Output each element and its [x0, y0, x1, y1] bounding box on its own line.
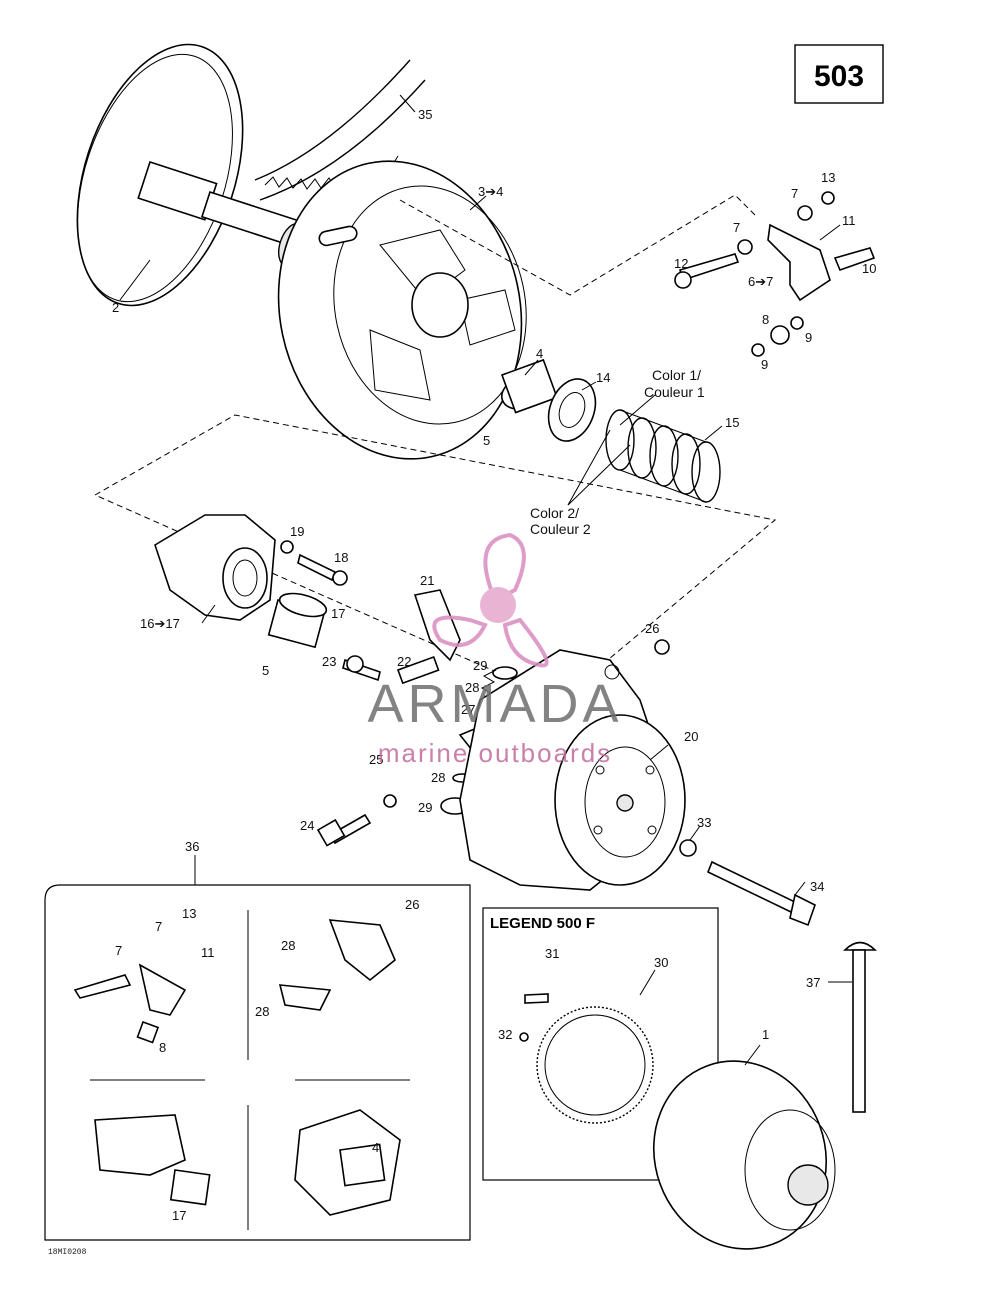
label-17a: 17 [331, 606, 345, 621]
label-18: 18 [334, 550, 348, 565]
label-25: 25 [369, 752, 383, 767]
label-35: 35 [418, 107, 432, 122]
label-26b: 26 [405, 897, 419, 912]
bolt-34 [706, 860, 816, 927]
lever-assembly [674, 191, 876, 357]
label-15: 15 [725, 415, 739, 430]
legend-title: LEGEND 500 F [490, 915, 595, 932]
sheave-1 [652, 1060, 836, 1250]
label-17b: 17 [172, 1208, 186, 1223]
label-11b: 11 [201, 945, 215, 960]
label-5b: 5 [262, 663, 269, 678]
inset-36 [44, 884, 471, 1241]
washer-19-screw-18 [280, 540, 348, 586]
label-28b: 28 [431, 770, 445, 785]
label-28d: 28 [255, 1004, 269, 1019]
label-5a: 5 [483, 433, 490, 448]
spring-15 [605, 409, 721, 503]
label-20: 20 [684, 729, 698, 744]
part-labels: 35 3➔4 2 13 7 11 7 12 10 6➔7 8 9 9 4 14 … [112, 107, 876, 1223]
ramp-16 [154, 514, 276, 621]
washer-14 [547, 378, 597, 442]
label-13a: 13 [821, 170, 835, 185]
label-1: 1 [762, 1027, 769, 1042]
watermark-brand: ARMADA [367, 674, 622, 734]
page-number: 503 [814, 60, 864, 93]
color2-line2: Couleur 2 [530, 521, 591, 537]
label-16-17: 16➔17 [140, 616, 180, 631]
label-24: 24 [300, 818, 314, 833]
color-notes: Color 1/ Couleur 1 Color 2/ Couleur 2 [530, 367, 705, 537]
assembly-outline-middle [94, 414, 777, 701]
propeller-logo [432, 532, 549, 668]
label-33: 33 [697, 815, 711, 830]
label-34: 34 [810, 879, 824, 894]
page-number-box: 503 [794, 44, 884, 104]
label-19: 19 [290, 524, 304, 539]
label-7d: 7 [115, 943, 122, 958]
label-27: 27 [461, 702, 475, 717]
label-3-4: 3➔4 [478, 184, 503, 199]
label-28c: 28 [281, 938, 295, 953]
label-14: 14 [596, 370, 610, 385]
label-22: 22 [397, 654, 411, 669]
legend-500f-box: LEGEND 500 F [482, 907, 719, 1181]
label-21: 21 [420, 573, 434, 588]
label-4b: 4 [372, 1140, 379, 1155]
color1-line1: Color 1/ [652, 367, 701, 383]
label-6-7: 6➔7 [748, 274, 773, 289]
color1-line2: Couleur 1 [644, 384, 705, 400]
label-7a: 7 [791, 186, 798, 201]
assembly-outline-upper [399, 194, 756, 296]
label-12: 12 [674, 256, 688, 271]
label-29b: 29 [418, 800, 432, 815]
label-13b: 13 [182, 906, 196, 921]
label-4a: 4 [536, 346, 543, 361]
label-10: 10 [862, 261, 876, 276]
label-32: 32 [498, 1027, 512, 1042]
label-37: 37 [806, 975, 820, 990]
label-7b: 7 [733, 220, 740, 235]
label-30: 30 [654, 955, 668, 970]
label-11a: 11 [842, 213, 856, 228]
watermark: ARMADA marine outboards [367, 532, 622, 768]
label-7c: 7 [155, 919, 162, 934]
label-28a: 28 [465, 680, 479, 695]
label-9b: 9 [761, 357, 768, 372]
bolt-37 [843, 941, 877, 1113]
label-31: 31 [545, 946, 559, 961]
bushing-17 [267, 592, 328, 649]
label-2: 2 [112, 300, 119, 315]
watermark-tagline: marine outboards [378, 738, 612, 768]
fixed-sheave [76, 43, 307, 307]
hub-20 [459, 639, 697, 891]
movable-sheave [277, 160, 527, 460]
label-26a: 26 [645, 621, 659, 636]
label-36: 36 [185, 839, 199, 854]
label-8b: 8 [159, 1040, 166, 1055]
label-9a: 9 [805, 330, 812, 345]
bushing-4 [500, 358, 559, 414]
label-29a: 29 [473, 658, 487, 673]
color2-line1: Color 2/ [530, 505, 579, 521]
label-23: 23 [322, 654, 336, 669]
drawing-code: 18MI0208 [48, 1248, 87, 1257]
label-8a: 8 [762, 312, 769, 327]
leader-lines [119, 94, 852, 1066]
